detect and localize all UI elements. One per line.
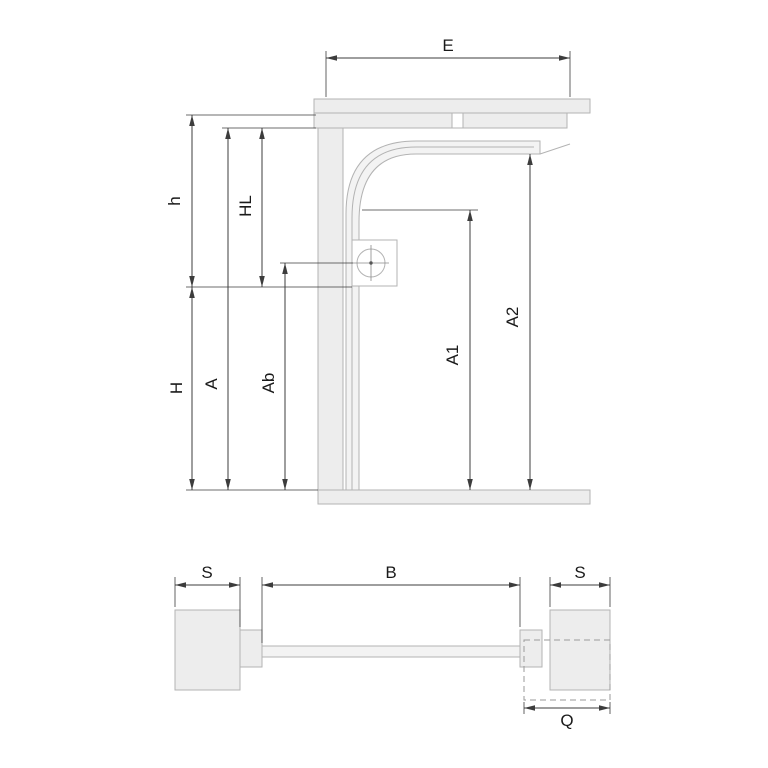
right-wall-block xyxy=(549,609,611,691)
dim-label-A: A xyxy=(202,378,221,390)
dim-label-H: H xyxy=(167,382,186,394)
dim-label-S-right: S xyxy=(574,563,585,582)
door-leaf-and-track-curve xyxy=(345,140,541,491)
track-end-diagonal xyxy=(539,143,571,155)
track-inner-line xyxy=(351,146,534,490)
left-wall-block xyxy=(174,609,241,691)
lintel-soffit xyxy=(313,112,568,129)
dim-label-Q: Q xyxy=(560,711,573,730)
plan-view xyxy=(174,609,611,701)
dim-label-A1: A1 xyxy=(443,345,462,366)
dim-label-E: E xyxy=(442,36,453,55)
dim-label-A2: A2 xyxy=(503,307,522,328)
wall-jamb xyxy=(317,111,344,491)
floor-slab xyxy=(317,489,591,505)
plan-dimensions: S B S Q xyxy=(174,563,611,730)
track-space-dashed-outline xyxy=(523,639,611,701)
section-dimensions: E h H A HL Ab A1 A2 xyxy=(165,36,571,491)
dim-label-HL: HL xyxy=(236,195,255,217)
dim-label-h: h xyxy=(165,196,184,205)
ceiling-slab xyxy=(313,98,591,114)
dim-label-S-left: S xyxy=(201,563,212,582)
ceiling-fixing-bracket xyxy=(451,112,464,129)
section-view xyxy=(313,98,591,505)
left-frame-plan xyxy=(239,629,263,668)
dim-label-Ab: Ab xyxy=(259,373,278,394)
right-frame-plan xyxy=(519,629,543,668)
dim-label-B: B xyxy=(385,563,396,582)
door-leaf-plan xyxy=(255,645,527,658)
shaft-center-dot xyxy=(369,261,373,265)
